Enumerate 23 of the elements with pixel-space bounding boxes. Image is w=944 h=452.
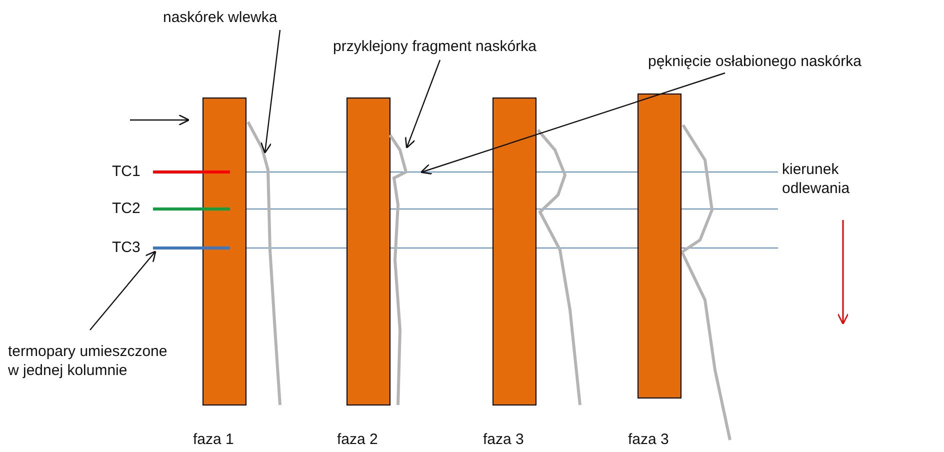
mould-wall-bar bbox=[346, 98, 390, 406]
mould-wall-bar bbox=[202, 98, 246, 406]
callout-text: pęknięcie osłabionego naskórka bbox=[648, 52, 943, 71]
phase-label: faza 3 bbox=[628, 430, 669, 449]
mould-wall-bar bbox=[638, 94, 682, 398]
leader-line bbox=[260, 30, 281, 154]
phase-label: faza 1 bbox=[193, 430, 234, 449]
callout-text: przyklejony fragment naskórka bbox=[333, 37, 623, 56]
phase-label: faza 2 bbox=[337, 430, 378, 449]
callout-text: naskórek wlewka bbox=[163, 8, 283, 27]
mould-wall-bar bbox=[492, 98, 536, 406]
callout-text: termopary umieszczone w jednej kolumnie bbox=[8, 342, 178, 380]
leader-line bbox=[90, 250, 156, 330]
thermocouple-label: TC3 bbox=[112, 238, 152, 257]
shell-curve bbox=[246, 121, 282, 406]
direction-label: kierunek odlewania bbox=[782, 160, 851, 198]
shell-curve bbox=[388, 134, 408, 406]
leader-line bbox=[420, 72, 726, 175]
arrow bbox=[130, 114, 190, 126]
leader-line bbox=[404, 60, 441, 149]
thermocouple-label: TC2 bbox=[112, 199, 152, 218]
phase-label: faza 3 bbox=[483, 430, 524, 449]
thermocouple-label: TC1 bbox=[112, 162, 152, 181]
